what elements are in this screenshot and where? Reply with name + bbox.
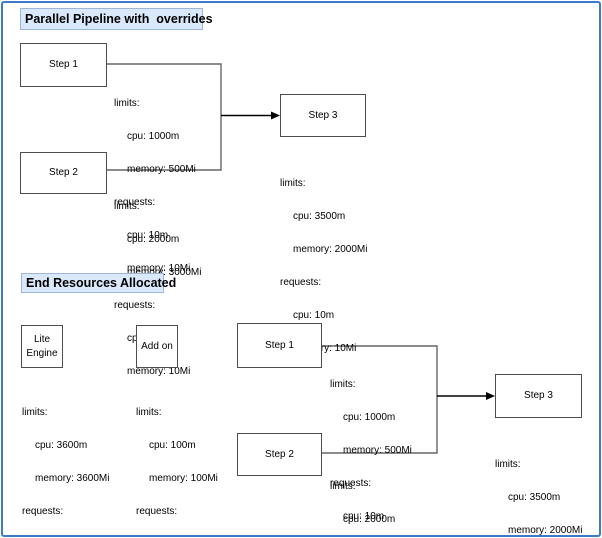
top-step2-label: Step 2 (49, 167, 78, 178)
bottom-step3-resources: limits: cpu: 3500m memory: 2000Mi reques… (495, 437, 582, 538)
resource-line: limits: (22, 407, 48, 418)
resource-line: memory: 2000Mi (293, 244, 368, 255)
bottom-step1-resources: limits: cpu: 1000m memory: 500Mi request… (330, 357, 412, 538)
bottom-add-on-label: Add on (141, 340, 173, 352)
resource-line: cpu: 10m (127, 230, 169, 241)
bottom-step2-box: Step 2 (237, 433, 322, 476)
resource-line: cpu: 3500m (293, 211, 346, 222)
bottom-bus-line (322, 345, 438, 454)
bottom-section-title: End Resources Allocated (21, 273, 176, 293)
top-step1-resources: limits: cpu: 1000m memory: 500Mi request… (114, 76, 196, 296)
top-step2-box: Step 2 (20, 152, 107, 194)
resource-line: memory: 100Mi (149, 473, 218, 484)
resource-line: requests: (330, 478, 372, 489)
resource-line: memory: 3600Mi (35, 473, 110, 484)
resource-line: memory: 10Mi (127, 263, 191, 274)
resource-line: memory: 10Mi (127, 366, 191, 377)
resource-line: memory: 500Mi (343, 445, 412, 456)
bottom-step3-label: Step 3 (524, 390, 553, 401)
resource-line: limits: (114, 201, 140, 212)
resource-line: memory: 2000Mi (508, 525, 583, 536)
top-section-title: Parallel Pipeline with overrides (20, 8, 213, 30)
resource-line: cpu: 10m (343, 511, 385, 522)
resource-line: cpu: 1000m (127, 131, 180, 142)
top-step3-box: Step 3 (280, 94, 366, 137)
top-step3-label: Step 3 (308, 109, 338, 121)
bottom-step2-label: Step 2 (265, 448, 294, 460)
resource-line: limits: (280, 178, 306, 189)
resource-line: limits: (330, 481, 356, 492)
resource-line: requests: (22, 506, 64, 517)
top-bus-line (107, 63, 222, 171)
resource-line: limits: (114, 98, 140, 109)
bottom-arrowhead-icon (486, 392, 495, 400)
bottom-lite-engine-resources: limits: cpu: 3600m memory: 3600Mi reques… (22, 385, 109, 538)
resource-line: limits: (495, 459, 521, 470)
resource-line: requests: (114, 197, 156, 208)
top-arrowhead-icon (271, 111, 280, 120)
resource-line: cpu: 2000m (127, 234, 180, 245)
bottom-lite-engine-box: Lite Engine (21, 325, 63, 368)
resource-line: memory: 500Mi (127, 164, 196, 175)
resource-line: cpu: 100m (149, 440, 196, 451)
bottom-step1-box: Step 1 (237, 323, 322, 368)
resource-line: cpu: 1000m (343, 412, 396, 423)
resource-line: memory: 3000Mi (127, 267, 202, 278)
top-step1-box: Step 1 (20, 43, 107, 87)
resource-line: cpu: 10m (293, 310, 335, 321)
bottom-lite-engine-label: Lite Engine (26, 333, 58, 359)
resource-line: requests: (114, 300, 156, 311)
bottom-step1-label: Step 1 (265, 339, 294, 351)
bottom-add-on-resources: limits: cpu: 100m memory: 100Mi requests… (136, 385, 218, 538)
bottom-add-on-box: Add on (136, 325, 178, 368)
resource-line: cpu: 3600m (35, 440, 88, 451)
bottom-step3-box: Step 3 (495, 374, 582, 418)
resource-line: limits: (136, 407, 162, 418)
resource-line: limits: (330, 379, 356, 390)
resource-line: cpu: 2000m (343, 514, 396, 525)
bottom-step2-resources: limits: cpu: 2000m memory: 3000Mi reques… (330, 459, 417, 538)
resource-line: requests: (280, 277, 322, 288)
resource-line: requests: (136, 506, 178, 517)
resource-line: cpu: 3500m (508, 492, 561, 503)
top-step1-label: Step 1 (49, 59, 78, 70)
